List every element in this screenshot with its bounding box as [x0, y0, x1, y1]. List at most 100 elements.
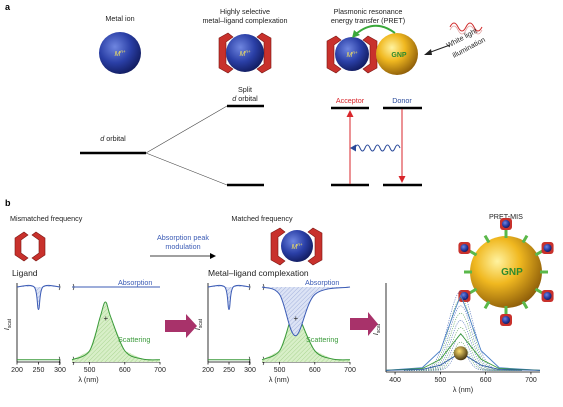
split-label-1: Split — [238, 85, 252, 94]
modulation-arrowhead — [210, 253, 216, 259]
x-axis-label: λ (nm) — [78, 375, 98, 384]
linker — [521, 234, 529, 244]
svg-text:Mn+: Mn+ — [347, 50, 358, 59]
pret-mis-spectrum-chart: Iscat 400 500 600 700 λ (nm) — [371, 283, 541, 394]
x-tick-label: 300 — [244, 367, 256, 374]
transition-arrow-2 — [350, 312, 378, 336]
x-tick-label: 200 — [11, 367, 23, 374]
surface-metal-ion — [502, 316, 510, 324]
matched-label: Matched frequency — [231, 214, 293, 223]
scattering-label: Scattering — [118, 335, 150, 344]
linker — [483, 234, 491, 244]
y-axis-label: Iscat — [193, 318, 204, 330]
donor-arrowhead — [398, 176, 406, 183]
pret-complex: Mn+ — [326, 35, 378, 74]
absorption-line-left — [16, 284, 61, 311]
gnp-sphere: GNP — [376, 33, 418, 75]
x-tick-label: 200 — [202, 367, 214, 374]
scattering-line — [71, 301, 161, 361]
donor-label: Donor — [392, 96, 412, 105]
absorption-line-left — [207, 284, 251, 311]
split-label-2: d orbital — [232, 94, 258, 103]
scattering-area — [262, 309, 350, 362]
metal-ion-sphere: Mn+ — [99, 32, 141, 74]
surface-metal-ion — [460, 292, 469, 300]
x-tick-label: 300 — [54, 367, 66, 374]
pret-title-2: energy transfer (PRET) — [331, 16, 405, 25]
peak-plus-marker: + — [103, 314, 108, 323]
panel-b-label: b — [5, 198, 11, 208]
complex-label: Metal–ligand complexation — [208, 268, 309, 278]
axis-break-mark — [58, 358, 75, 366]
ligand-icon — [14, 231, 46, 262]
panel-a-label: a — [5, 2, 11, 12]
x-tick-label: 500 — [435, 377, 447, 384]
d-orbital-label: d orbital — [100, 134, 126, 143]
y-axis-label: Iscat — [371, 323, 382, 335]
linker — [483, 300, 491, 310]
linker — [468, 249, 478, 257]
x-tick-label: 700 — [525, 377, 537, 384]
peak-plus-marker: + — [293, 314, 298, 323]
split-connector-upper — [145, 105, 228, 154]
x-tick-label: 400 — [389, 377, 401, 384]
scattering-label: Scattering — [306, 335, 338, 344]
transition-arrow-1 — [165, 314, 197, 338]
axis-break-mark — [58, 356, 75, 363]
absorption-label: Absorption — [305, 278, 339, 287]
linker — [468, 287, 478, 295]
gnp-particle — [453, 346, 468, 361]
spectrum-line — [385, 294, 541, 371]
energy-transfer-arrow — [355, 24, 396, 35]
svg-text:Mn+: Mn+ — [240, 49, 251, 58]
energy-transfer-arrowhead — [352, 30, 360, 38]
y-axis-label: Iscat — [2, 318, 13, 330]
x-axis-label: λ (nm) — [269, 375, 289, 384]
absorption-label: Absorption — [118, 278, 152, 287]
x-tick-label: 700 — [344, 367, 356, 374]
pret-title-1: Plasmonic resonance — [334, 7, 403, 16]
metal-ion-title: Metal ion — [105, 14, 134, 23]
absorption-line — [261, 286, 351, 337]
acceptor-label: Acceptor — [336, 96, 365, 105]
x-tick-label: 500 — [84, 367, 96, 374]
x-axis-label: λ (nm) — [453, 385, 473, 394]
absorption-modulation-label-1: Absorption peak — [157, 233, 209, 242]
x-tick-label: 250 — [33, 367, 45, 374]
complexation-title-2: metal–ligand complexation — [202, 16, 287, 25]
x-tick-label: 600 — [309, 367, 321, 374]
spectrum-line — [385, 333, 541, 371]
svg-text:GNP: GNP — [501, 267, 523, 278]
absorption-modulation-label-2: modulation — [165, 242, 200, 251]
pret-mis-gnp: GNP — [458, 218, 554, 326]
x-tick-label: 600 — [119, 367, 131, 374]
energy-transfer-wave — [354, 144, 401, 152]
x-tick-label: 600 — [480, 377, 492, 384]
surface-metal-ion — [502, 220, 510, 228]
svg-text:Mn+: Mn+ — [292, 242, 303, 251]
x-tick-label: 250 — [223, 367, 235, 374]
absorption-area — [208, 285, 250, 310]
energy-transfer-wave-arrowhead — [350, 144, 356, 152]
svg-text:Mn+: Mn+ — [115, 49, 126, 58]
axis-break-mark — [58, 283, 75, 291]
metal-ligand-complex: Mn+ — [218, 32, 272, 74]
x-tick-label: 700 — [154, 367, 166, 374]
linker — [534, 249, 544, 257]
white-light-wave — [424, 22, 483, 55]
mismatched-label: Mismatched frequency — [10, 214, 83, 223]
linker — [534, 287, 544, 295]
axis-break-mark — [248, 356, 265, 363]
spectrum-envelope-line — [404, 319, 522, 371]
absorption-area — [17, 285, 60, 310]
ligand-label: Ligand — [12, 268, 38, 278]
linker — [521, 300, 529, 310]
x-tick-label: 500 — [274, 367, 286, 374]
svg-text:GNP: GNP — [391, 52, 407, 59]
pret-mis-label: PRET-MIS — [489, 212, 523, 221]
surface-metal-ion — [543, 244, 552, 252]
axis-break-mark — [248, 283, 265, 291]
